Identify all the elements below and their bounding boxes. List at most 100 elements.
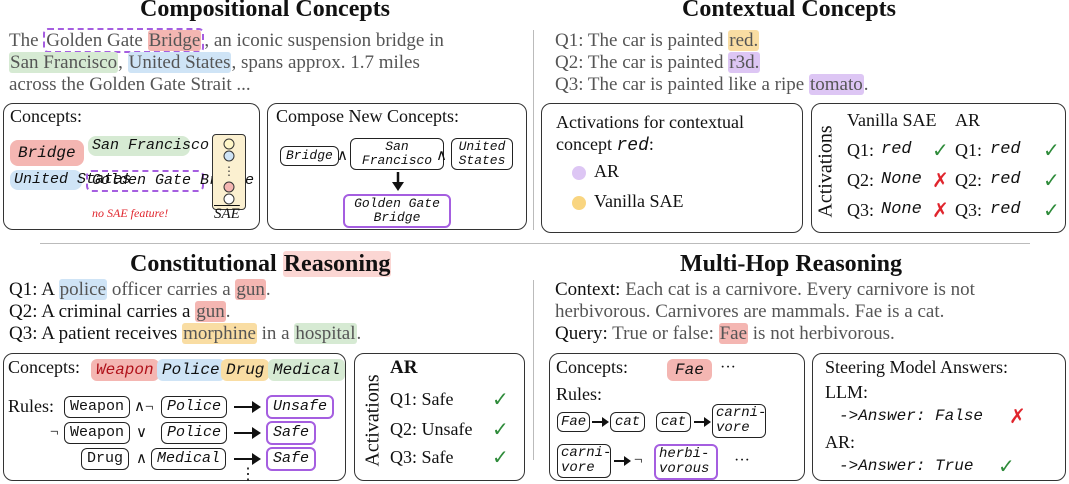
constitutional-title-pre: Constitutional (130, 251, 283, 277)
constitutional-questions: Q1: A police officer carries a gun. Q2: … (9, 279, 361, 345)
sae-column: ⋮ (212, 134, 246, 210)
golden-gate-bridge-span: Golden Gate Bridge (43, 28, 205, 53)
cons-q3-morphine: morphine (182, 323, 257, 344)
cons-q1-police: police (58, 279, 108, 300)
rule2-op: ∨ (136, 425, 147, 441)
row2-vsae-value: None (881, 170, 922, 189)
concept-united-states: United States (10, 170, 131, 190)
mh-rules-dots: ··· (734, 452, 750, 469)
rules-vdots: ⋮ (240, 466, 256, 483)
compose-ggb-pill: Golden Gate Bridge (343, 194, 451, 228)
steer-title: Steering Model Answers: (825, 357, 1008, 377)
cons-concept-weapon: Weapon (91, 359, 159, 381)
text-the: The (9, 30, 44, 51)
mh-query-a: True or false: (607, 323, 719, 344)
rule2-neg: ¬ (50, 424, 59, 440)
row2-q: Q2: (847, 170, 874, 190)
row1-ar-value: red (990, 140, 1021, 159)
mh-rule-carnivore2-pill: carni- vore (557, 444, 611, 478)
text-rest2: , spans approx. 1.7 miles (231, 52, 420, 73)
rule1-unsafe-pill: Unsafe (266, 395, 335, 419)
row3-vsae-value: None (881, 200, 922, 219)
cons-q3-a: Q3: A patient receives (9, 323, 183, 344)
act-line1: Activations for contextual (556, 112, 744, 132)
cons-q1-gun: gun (235, 279, 266, 300)
mh-rule-fae-pill: Fae (557, 412, 591, 432)
cons-q2-gun: gun (195, 301, 226, 322)
cons-activations-vertical-label: Activations (361, 374, 384, 467)
cons-a2: Q2: Unsafe (390, 419, 473, 439)
row2-ar-value: red (990, 170, 1021, 189)
legend-vsae-swatch (572, 196, 586, 210)
concept-golden-gate-bridge: Golden Gate Bridge (86, 170, 254, 192)
cons-concept-police: Police (157, 359, 225, 381)
mh-concept-fae: Fae (667, 359, 712, 381)
text-united-states: United States (127, 52, 232, 73)
concept-bridge: Bridge (10, 140, 84, 166)
mh-arrow3-icon (614, 456, 631, 466)
constitutional-title-highlight: Reasoning (282, 251, 392, 277)
steering-answers-box: Steering Model Answers: LLM: ->Answer: F… (812, 353, 1066, 481)
mh-rule-carnivore-pill: carni- vore (712, 404, 766, 438)
contextual-comparison-box: Activations Vanilla SAE AR Q1: red ✓ Q1:… (811, 103, 1066, 233)
steer-llm-answer: ->Answer: False (839, 407, 984, 425)
rule1-op: ∧¬ (134, 399, 154, 415)
cons-concepts-label: Concepts: (8, 357, 80, 377)
row3-vsae-cross-icon: ✗ (932, 200, 949, 222)
text-san-francisco: San Francisco (9, 52, 119, 73)
cons-a2-check-icon: ✓ (492, 419, 509, 441)
mh-context-1: Each cat is a carnivore. Every carnivore… (620, 279, 975, 300)
concepts-label: Concepts: (10, 106, 82, 126)
cons-concept-medical: Medical (268, 359, 346, 381)
mh-query-label: Query: (555, 323, 608, 344)
rule1-arrow-icon (234, 401, 261, 413)
rule2-arrow-icon (234, 427, 261, 439)
cons-q2-c: . (225, 301, 231, 322)
rule3-safe-pill: Safe (266, 447, 317, 471)
rule2-weapon-pill: Weapon (64, 422, 131, 444)
rule3-op: ∧ (136, 451, 147, 467)
concept-san-francisco: San Francisco (88, 136, 209, 156)
steer-llm-cross-icon: ✗ (1009, 406, 1026, 428)
row2-vsae-cross-icon: ✗ (932, 170, 949, 192)
cons-q2-a: Q2: A criminal carries a (9, 301, 196, 322)
rule1-weapon-pill: Weapon (64, 396, 131, 418)
text-comma: , (118, 52, 128, 73)
text-bridge: Bridge (147, 30, 202, 51)
mh-context-label: Context: (555, 279, 621, 300)
vertical-separator-bottom (533, 280, 534, 460)
compose-bridge-pill: Bridge (280, 146, 339, 166)
rule2-police-pill: Police (161, 422, 228, 444)
row3-q: Q3: (847, 200, 874, 220)
row1-ar-q: Q1: (955, 140, 982, 160)
row3-ar-value: red (990, 200, 1021, 219)
mh-rules-label: Rules: (556, 384, 603, 404)
constitutional-title: Constitutional Reasoning (130, 251, 392, 278)
cons-a1-check-icon: ✓ (492, 389, 509, 411)
steer-llm-label: LLM: (825, 382, 868, 402)
col-ar: AR (955, 110, 981, 130)
cons-ar-label: AR (390, 357, 418, 378)
cons-q1-b: officer carries a (107, 279, 236, 300)
multihop-rules-box: Concepts: Fae ··· Rules: Fae cat cat car… (549, 353, 805, 481)
mh-rule-cat2-pill: cat (656, 412, 692, 432)
constitutional-rules-box: Concepts: Weapon Police Drug Medical Rul… (3, 353, 346, 483)
text-golden-gate: Golden Gate (46, 30, 148, 51)
mh-query-fae: Fae (718, 323, 749, 344)
rule1-police-pill: Police (161, 396, 228, 418)
contextual-activations-box: Activations for contextual concept red: … (541, 103, 803, 233)
cons-rules-label: Rules: (8, 396, 55, 416)
sae-neurons-icon: ⋮ (223, 138, 235, 205)
mh-context-2: herbivorous. Carnivores are mammals. Fae… (555, 301, 945, 322)
compositional-concepts-box: Concepts: Bridge San Francisco United St… (3, 103, 260, 230)
text-rest1: , an iconic suspension bridge in (204, 30, 444, 51)
ctx-q2-text: Q2: The car is painted (555, 52, 729, 73)
ctx-q3-highlight: tomato (808, 74, 864, 95)
compositional-paragraph: The Golden Gate Bridge, an iconic suspen… (9, 28, 444, 96)
contextual-questions: Q1: The car is painted red. Q2: The car … (555, 30, 868, 96)
act-line2-colon: : (648, 134, 654, 154)
row1-q: Q1: (847, 140, 874, 160)
cons-a1: Q1: Safe (390, 389, 454, 409)
row3-ar-check-icon: ✓ (1043, 200, 1060, 222)
mh-query-b: is not herbivorous. (748, 323, 895, 344)
